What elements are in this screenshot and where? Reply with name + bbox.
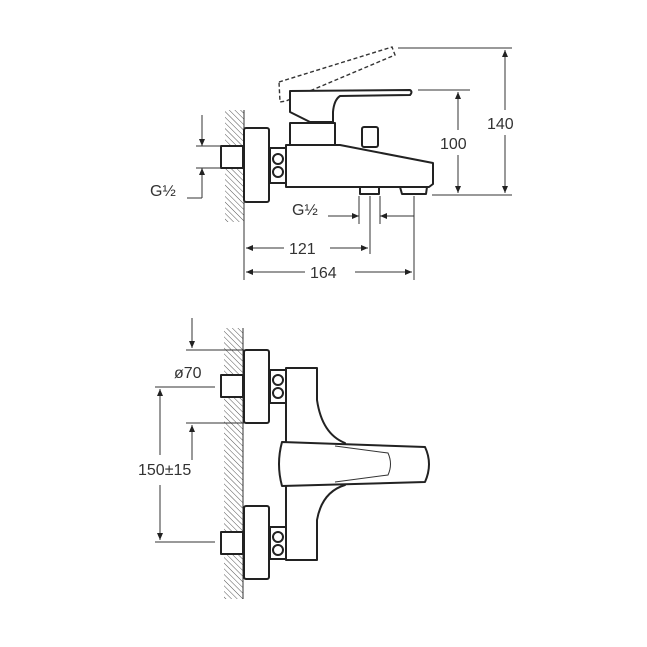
dimension-121: 121 — [289, 241, 316, 258]
faucet-body — [285, 144, 434, 188]
front-view: ø70 150±15 — [138, 318, 430, 599]
escutcheon-top — [243, 349, 270, 424]
thread-label-outlet: G½ — [292, 202, 318, 219]
connector-nut-top — [269, 369, 287, 404]
escutcheon — [243, 127, 270, 203]
dimension-100: 100 — [440, 136, 467, 153]
diverter-knob — [361, 126, 379, 148]
dimension-center-distance: 150±15 — [138, 462, 191, 479]
escutcheon-bottom — [243, 505, 270, 580]
thread-label-inlet: G½ — [150, 183, 176, 200]
inlet-stub — [220, 145, 244, 169]
side-view: G½ G½ 121 164 100 140 — [150, 46, 514, 282]
connector-nut — [269, 147, 287, 184]
cartridge — [289, 122, 336, 146]
inlet-stub-bottom — [220, 531, 244, 555]
connector-nut-bottom — [269, 526, 287, 560]
spout-outlet — [399, 186, 428, 195]
dimension-140: 140 — [487, 116, 514, 133]
inlet-stub-top — [220, 374, 244, 398]
lever-handle — [289, 89, 413, 123]
dimension-164: 164 — [310, 265, 337, 282]
dimension-diameter: ø70 — [174, 365, 202, 382]
lever-handle — [278, 441, 430, 487]
shower-outlet — [359, 186, 380, 195]
lever-open-position — [278, 46, 396, 103]
wall-hatch — [224, 328, 243, 599]
